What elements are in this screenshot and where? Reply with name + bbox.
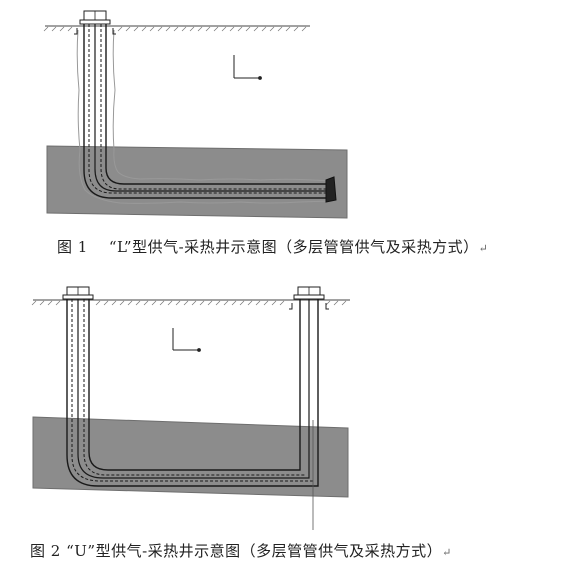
wellhead-1	[74, 10, 116, 35]
figure-2-u-type-well	[31, 286, 350, 530]
figure-1-caption: 图 1 “L”型供气-采热井示意图（多层管管供气及采热方式）↵	[57, 236, 488, 257]
axis-indicator-1	[233, 55, 262, 80]
figure-1-l-type-well	[43, 10, 348, 219]
multi-layer-pipes-1	[83, 24, 328, 199]
figure-1-title: “L”型供气-采热井示意图（多层管管供气及采热方式）	[108, 238, 479, 256]
paragraph-mark-icon: ↵	[442, 546, 452, 559]
figure-2-caption: 图 2 “U”型供气-采热井示意图（多层管管供气及采热方式）↵	[30, 540, 452, 561]
target-rock-layer-1	[46, 145, 348, 219]
multi-layer-pipes-2	[66, 299, 319, 487]
figure-2-number: 图 2	[30, 542, 61, 560]
wellhead-left-2	[62, 286, 94, 300]
paragraph-mark-icon: ↵	[478, 242, 489, 255]
figure-1-number: 图 1	[57, 238, 88, 256]
figure-2-title: “U”型供气-采热井示意图（多层管管供气及采热方式）	[66, 542, 443, 560]
target-rock-layer-2	[32, 416, 349, 498]
axis-indicator-2	[172, 328, 201, 352]
wellhead-right-2	[289, 286, 329, 310]
ground-surface-2	[31, 299, 350, 306]
borehole-wall-1	[76, 29, 331, 204]
well-end-plug-1	[325, 176, 337, 203]
